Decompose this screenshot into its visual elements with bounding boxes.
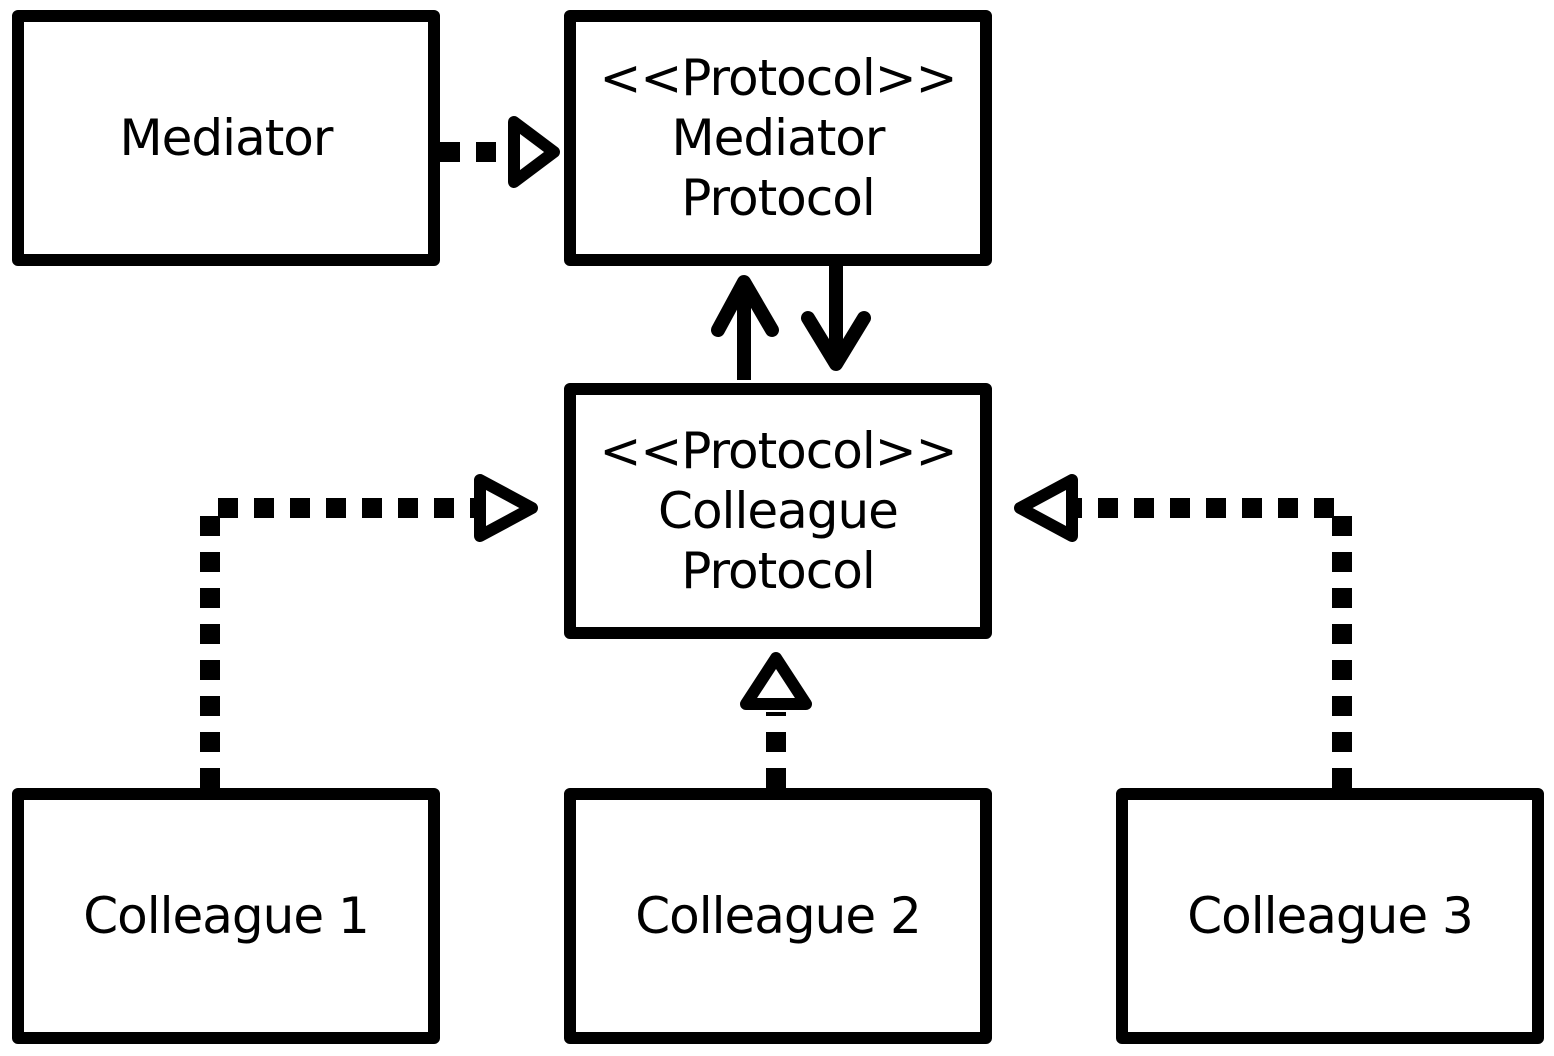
colleague-protocol-name-line-1: Colleague xyxy=(658,482,899,540)
open-arrowhead-up xyxy=(711,275,779,337)
colleague-3-label: Colleague 3 xyxy=(1187,887,1474,945)
colleague-protocol-box: <<Protocol>> Colleague Protocol xyxy=(564,383,992,639)
open-arrowhead-down xyxy=(801,311,871,371)
colleague-1-class-box: Colleague 1 xyxy=(12,788,440,1044)
colleague-1-label: Colleague 1 xyxy=(83,887,370,945)
colleague-2-label: Colleague 2 xyxy=(635,887,922,945)
association-colleague-protocol-to-mediator-protocol xyxy=(711,275,779,380)
hollow-triangle-arrowhead xyxy=(740,652,812,710)
hollow-triangle-arrowhead xyxy=(508,116,560,188)
colleague-protocol-name-line-2: Protocol xyxy=(681,542,875,600)
colleague-2-class-box: Colleague 2 xyxy=(564,788,992,1044)
hollow-triangle-arrowhead xyxy=(474,474,538,542)
mediator-protocol-name-line-2: Protocol xyxy=(681,169,875,227)
realization-colleague-3-to-colleague-protocol xyxy=(1014,474,1352,788)
mediator-protocol-stereotype: <<Protocol>> xyxy=(599,49,957,107)
hollow-triangle-arrowhead xyxy=(1014,474,1078,542)
colleague-3-class-box: Colleague 3 xyxy=(1116,788,1544,1044)
mediator-protocol-name-line-1: Mediator xyxy=(671,109,886,167)
mediator-class-box: Mediator xyxy=(12,10,440,266)
mediator-protocol-box: <<Protocol>> Mediator Protocol xyxy=(564,10,992,266)
realization-colleague-1-to-colleague-protocol xyxy=(200,474,538,788)
realization-mediator-to-mediator-protocol xyxy=(440,116,560,188)
association-mediator-protocol-to-colleague-protocol xyxy=(801,266,871,371)
dashed-line xyxy=(200,498,476,788)
dashed-line xyxy=(1078,498,1352,788)
realization-colleague-2-to-colleague-protocol xyxy=(740,652,812,788)
colleague-protocol-stereotype: <<Protocol>> xyxy=(599,422,957,480)
mediator-label: Mediator xyxy=(119,109,334,167)
